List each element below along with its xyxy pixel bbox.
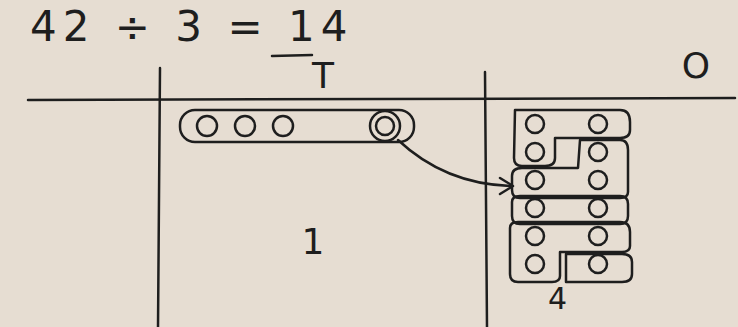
- tens-digit: 1: [162, 224, 484, 260]
- column-heading: O: [488, 48, 736, 84]
- ones-digit: 4: [488, 284, 736, 314]
- column-heading: T: [162, 58, 484, 94]
- place-value-column: O4: [488, 48, 736, 326]
- equation-title: 42 ÷ 3 = 14: [30, 2, 353, 51]
- place-value-column: T1: [162, 58, 484, 323]
